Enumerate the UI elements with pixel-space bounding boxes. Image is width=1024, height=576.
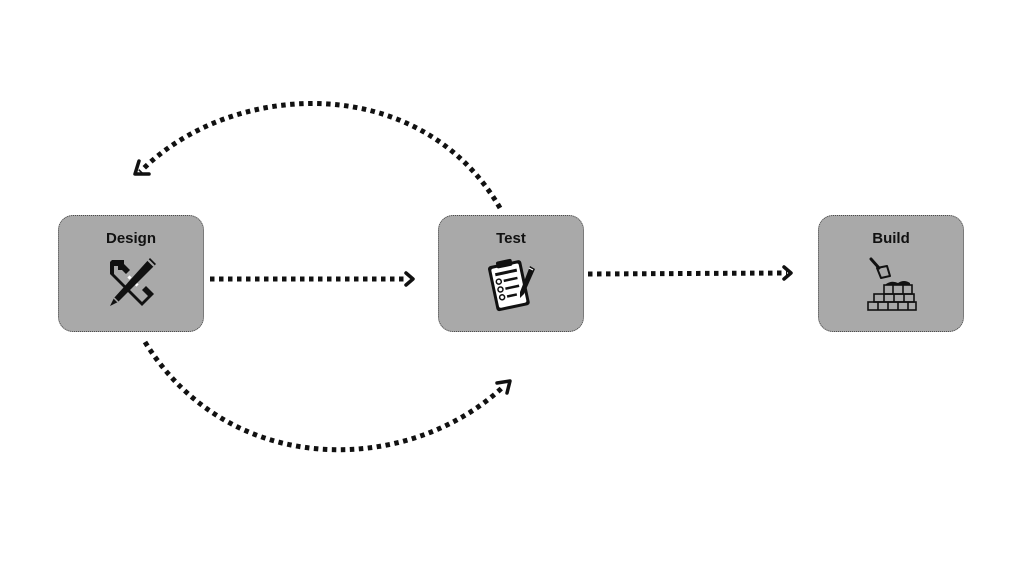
node-design: Design: [58, 215, 204, 332]
node-design-label: Design: [105, 230, 156, 247]
edge-test-to-design-curved: [138, 101, 503, 210]
node-build: Build: [818, 215, 964, 332]
arrowhead-design-to-test-curved: [495, 379, 512, 395]
trowel-brick-wall-icon: [862, 254, 922, 314]
node-test-label: Test: [496, 230, 526, 247]
clipboard-checklist-icon: [482, 254, 542, 314]
arrowhead-design-to-test: [404, 271, 415, 287]
edge-test-to-build: [587, 270, 788, 277]
edge-design-to-test-curved: [142, 340, 506, 453]
arrowhead-test-to-design-curved: [133, 159, 151, 176]
arrowhead-test-to-build: [782, 265, 793, 281]
node-build-label: Build: [872, 230, 910, 247]
node-test: Test: [438, 215, 584, 332]
ruler-pencil-icon: [102, 254, 162, 314]
